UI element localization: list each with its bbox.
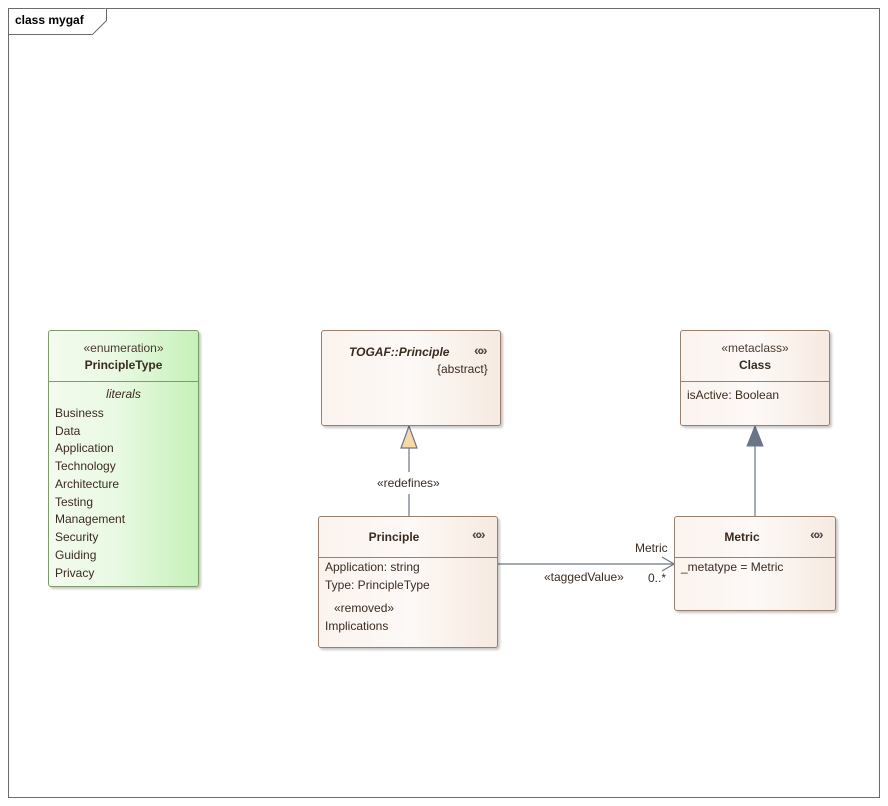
realization-arrowhead <box>400 424 418 449</box>
tagged-value-label: «taggedValue» <box>544 570 624 584</box>
togaf-principle-name: TOGAF::Principle <box>349 345 450 359</box>
literal-item: Security <box>55 530 99 544</box>
generalization-arrowhead <box>746 424 764 447</box>
diagram-frame <box>8 8 880 798</box>
literal-item: Business <box>55 406 104 420</box>
redefines-label: «redefines» <box>377 476 440 490</box>
enumeration-stereotype: «enumeration» <box>83 341 164 355</box>
literals-section-title: literals <box>106 387 141 401</box>
literal-item: Application <box>55 441 114 455</box>
element-marker-icon: «» <box>474 342 488 358</box>
tagged-value-multiplicity: 0..* <box>648 571 667 585</box>
class-attribute: isActive: Boolean <box>687 388 780 402</box>
metric-attribute: _metatype = Metric <box>681 560 784 574</box>
frame-tab-outline <box>8 8 107 35</box>
literal-item: Management <box>55 512 126 526</box>
principle-class[interactable]: Principle «» Application: string Type: P… <box>318 516 498 648</box>
literal-item: Privacy <box>55 566 95 580</box>
element-marker-icon: «» <box>810 526 824 542</box>
literal-item: Testing <box>55 495 94 509</box>
literal-item: Data <box>55 424 81 438</box>
metaclass-name: Class <box>738 358 772 372</box>
metaclass-stereotype: «metaclass» <box>721 341 789 355</box>
metaclass-class[interactable]: «metaclass» Class isActive: Boolean <box>680 330 830 426</box>
class-separator <box>681 381 829 382</box>
literal-item: Technology <box>55 459 116 473</box>
abstract-tag: {abstract} <box>437 362 488 376</box>
metric-class[interactable]: Metric «» _metatype = Metric <box>674 516 836 611</box>
metric-name: Metric <box>724 530 760 544</box>
tagged-value-role-label: Metric <box>635 541 668 555</box>
principle-attribute: Type: PrincipleType <box>325 578 430 592</box>
principle-separator <box>319 557 497 558</box>
element-marker-icon: «» <box>472 526 486 542</box>
literal-item: Architecture <box>55 477 120 491</box>
principle-type-enumeration[interactable]: «enumeration» PrincipleType literals Bus… <box>48 330 199 587</box>
literal-item: Guiding <box>55 548 97 562</box>
removed-attribute: Implications <box>325 619 389 633</box>
principle-type-name: PrincipleType <box>84 358 163 372</box>
metric-separator <box>675 557 835 558</box>
removed-stereotype: «removed» <box>334 601 395 615</box>
frame-title: class mygaf <box>15 13 84 27</box>
principle-attribute: Application: string <box>325 560 420 574</box>
enum-separator <box>49 381 198 382</box>
togaf-principle-class[interactable]: TOGAF::Principle «» {abstract} <box>321 330 501 426</box>
principle-name: Principle <box>368 530 420 544</box>
